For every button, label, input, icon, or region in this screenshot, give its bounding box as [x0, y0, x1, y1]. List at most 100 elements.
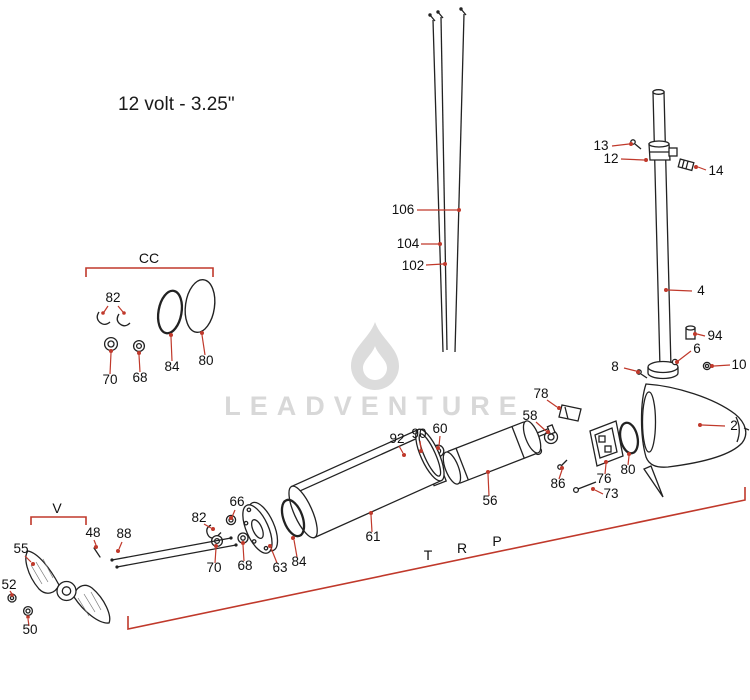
leader-m82: [203, 523, 215, 531]
prop-pin-48: [93, 547, 101, 558]
cc-washer-70: [103, 336, 119, 352]
group-label-t: T: [424, 547, 433, 563]
motor-housing: [288, 428, 445, 539]
part-label-94: 94: [707, 328, 723, 343]
leader-94: [693, 332, 706, 337]
v-bracket: [30, 516, 87, 525]
leader-8: [623, 367, 640, 374]
prop-blade-lower: [73, 584, 111, 624]
leader-m70: [214, 544, 218, 564]
part-label-106: 106: [392, 202, 415, 217]
part-label-86: 86: [550, 476, 565, 491]
part-label-60: 60: [432, 421, 447, 436]
prop-nut-50: [22, 605, 34, 617]
part-label-73: 73: [603, 486, 618, 501]
part-label-90: 90: [411, 426, 426, 441]
screw-73: [572, 486, 580, 494]
leader-106: [417, 208, 461, 212]
leader-cc70: [109, 349, 113, 375]
part-label-92: 92: [389, 431, 404, 446]
part-label-m82: 82: [191, 510, 206, 525]
cc-bracket: [85, 267, 214, 277]
leader-55: [24, 555, 35, 566]
leader-48: [93, 539, 98, 549]
o-ring-84: [280, 498, 306, 538]
leader-6: [675, 350, 692, 364]
part-label-2: 2: [730, 418, 738, 433]
leader-4: [664, 288, 693, 292]
part-label-104: 104: [397, 236, 420, 251]
part-label-50: 50: [22, 622, 37, 637]
cc-o-ring-84: [156, 289, 184, 335]
leader-73: [591, 487, 604, 495]
mount-flange: [636, 325, 712, 380]
part-label-cc84: 84: [164, 359, 180, 374]
part-label-10: 10: [731, 357, 746, 372]
watermark-text: LEADVENTURE: [224, 391, 526, 421]
leader-14: [694, 165, 707, 171]
part-label-6: 6: [693, 341, 701, 356]
leader-cc84: [169, 333, 173, 362]
part-label-cc80: 80: [198, 353, 213, 368]
cotter-pin-b: [116, 313, 131, 327]
leader-m68: [241, 541, 245, 562]
leader-50: [26, 615, 30, 627]
leader-86: [558, 466, 564, 480]
bolt-14: [677, 158, 695, 172]
cc-kit-parts: [96, 278, 216, 353]
steering-cables: [428, 7, 467, 353]
diagram-title: 12 volt - 3.25": [118, 94, 235, 115]
leader-m84: [291, 536, 298, 558]
part-label-102: 102: [402, 258, 425, 273]
part-label-78: 78: [533, 386, 548, 401]
part-label-55: 55: [13, 541, 28, 556]
group-label-cc: CC: [139, 250, 159, 266]
propeller: [7, 550, 111, 624]
leader-88: [116, 541, 123, 553]
leader-90: [419, 440, 423, 453]
part-label-56: 56: [482, 493, 497, 508]
part-label-cc68: 68: [132, 370, 147, 385]
part-label-m84: 84: [291, 554, 307, 569]
bracket-78: [558, 404, 582, 422]
cc-washer-68: [132, 339, 146, 353]
leader-56: [486, 470, 490, 497]
cc-o-ring-80: [184, 278, 216, 334]
watermark-logo: LEADVENTURE: [224, 322, 526, 421]
leader-12: [620, 158, 648, 162]
leader-60: [436, 435, 441, 450]
leader-cc80: [200, 331, 206, 356]
prop-hub: [56, 580, 77, 602]
leader-61: [369, 511, 373, 533]
leader-10: [710, 364, 731, 368]
assembly-baseline: [127, 487, 746, 630]
brush-end-parts: [533, 404, 640, 494]
leader-2: [698, 423, 726, 427]
part-label-cc82: 82: [105, 290, 120, 305]
part-label-4: 4: [697, 283, 705, 298]
part-label-m68: 68: [237, 558, 252, 573]
leader-66: [229, 509, 236, 520]
lower-unit-housing: [640, 383, 750, 498]
steering-collar: [630, 139, 695, 172]
skeg-fin: [643, 465, 664, 498]
part-label-12: 12: [603, 151, 618, 166]
part-label-88: 88: [116, 526, 131, 541]
part-label-13: 13: [593, 138, 608, 153]
leader-58: [535, 421, 550, 434]
group-label-r: R: [457, 540, 467, 556]
part-label-48: 48: [85, 525, 100, 540]
part-label-63: 63: [272, 560, 287, 575]
part-label-m70: 70: [206, 560, 221, 575]
leader-104: [421, 242, 442, 246]
leader-cc82: [101, 305, 126, 315]
leader-52: [9, 590, 14, 597]
leader-13: [611, 142, 633, 147]
part-label-76: 76: [596, 471, 611, 486]
part-label-14: 14: [708, 163, 724, 178]
leader-63: [268, 544, 278, 564]
part-label-cc70: 70: [102, 372, 117, 387]
bolt-10: [702, 361, 712, 371]
red-brackets: [30, 267, 746, 630]
